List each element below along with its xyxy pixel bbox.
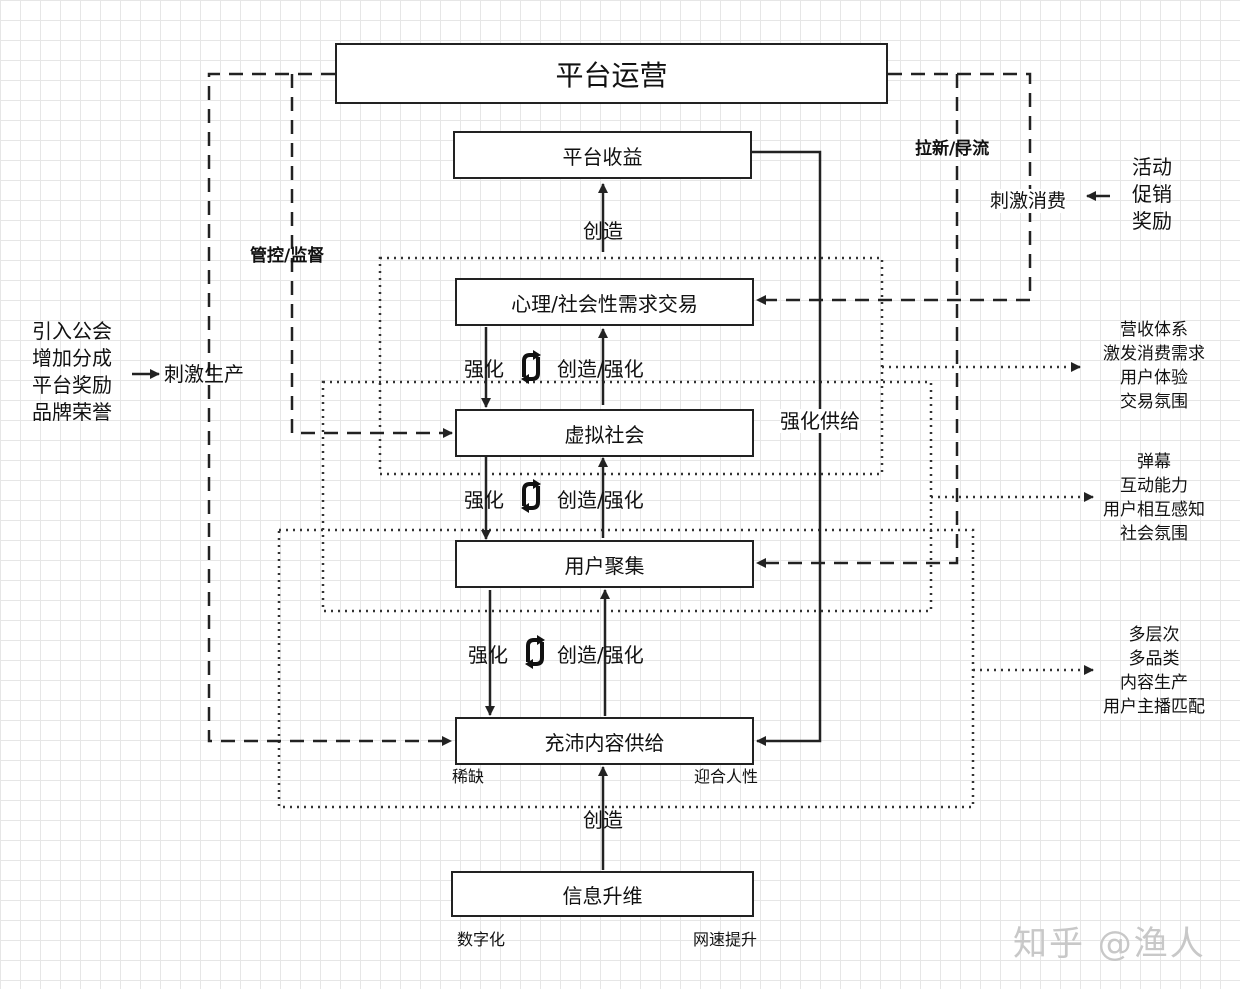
network-speed-label: 网速提升 (693, 930, 758, 949)
platform-revenue-node: 平台收益 (453, 131, 752, 179)
list-item: 交易氛围 (1120, 392, 1188, 412)
strengthen-label: 强化 (464, 488, 504, 512)
list-item: 营收体系 (1120, 320, 1188, 340)
strengthen-label: 强化 (464, 357, 504, 381)
control-supervise-label: 管控/监督 (250, 246, 325, 266)
strengthen-supply-label: 强化供给 (780, 409, 860, 433)
list-item: 平台奖励 (32, 373, 112, 397)
list-item: 促销 (1132, 182, 1172, 206)
scarcity-label: 稀缺 (452, 767, 485, 786)
list-item: 用户相互感知 (1103, 500, 1205, 520)
digitization-label: 数字化 (457, 930, 506, 949)
list-item: 多品类 (1128, 649, 1180, 669)
refresh-cycle-icon (519, 348, 543, 386)
list-item: 活动 (1132, 155, 1172, 179)
revenue-system-group: 营收体系 激发消费需求 用户体验 交易氛围 (1097, 318, 1211, 414)
acquire-divert-label: 拉新/导流 (915, 139, 990, 159)
region-outer (277, 528, 975, 809)
content-supply-node: 充沛内容供给 (455, 717, 754, 765)
strengthen-label: 强化 (468, 643, 508, 667)
create-strengthen-label: 创造/强化 (557, 357, 644, 381)
refresh-cycle-icon (519, 477, 543, 515)
list-item: 社会氛围 (1120, 524, 1188, 544)
list-item: 激发消费需求 (1103, 344, 1205, 364)
list-item: 弹幕 (1137, 452, 1171, 472)
list-item: 品牌荣誉 (32, 400, 112, 424)
list-item: 内容生产 (1120, 673, 1188, 693)
user-gathering-node: 用户聚集 (455, 540, 754, 588)
create-label: 创造 (583, 219, 623, 243)
list-item: 增加分成 (32, 346, 112, 370)
psych-social-trade-node: 心理/社会性需求交易 (455, 278, 754, 326)
consumption-incentives-list: 活动 促销 奖励 (1132, 154, 1172, 235)
create-strengthen-label: 创造/强化 (557, 643, 644, 667)
list-item: 用户主播匹配 (1103, 697, 1205, 717)
list-item: 用户体验 (1120, 368, 1188, 388)
stimulate-consumption-label: 刺激消费 (990, 189, 1067, 213)
virtual-society-node: 虚拟社会 (455, 409, 754, 457)
refresh-cycle-icon (523, 633, 547, 671)
list-item: 引入公会 (32, 319, 112, 343)
list-item: 多层次 (1128, 625, 1180, 645)
list-item: 互动能力 (1120, 476, 1188, 496)
stimulate-production-label: 刺激生产 (164, 362, 244, 386)
info-upgrade-node: 信息升维 (451, 871, 754, 917)
cater-human-nature-label: 迎合人性 (694, 767, 759, 786)
list-item: 奖励 (1132, 209, 1172, 233)
interaction-group: 弹幕 互动能力 用户相互感知 社会氛围 (1097, 450, 1211, 546)
create-label: 创造 (583, 808, 623, 832)
platform-operations-node: 平台运营 (335, 43, 888, 104)
create-strengthen-label: 创造/强化 (557, 488, 644, 512)
content-production-group: 多层次 多品类 内容生产 用户主播匹配 (1097, 623, 1211, 719)
production-incentives-list: 引入公会 增加分成 平台奖励 品牌荣誉 (32, 318, 112, 426)
watermark: 知乎 @渔人 (1013, 924, 1206, 964)
